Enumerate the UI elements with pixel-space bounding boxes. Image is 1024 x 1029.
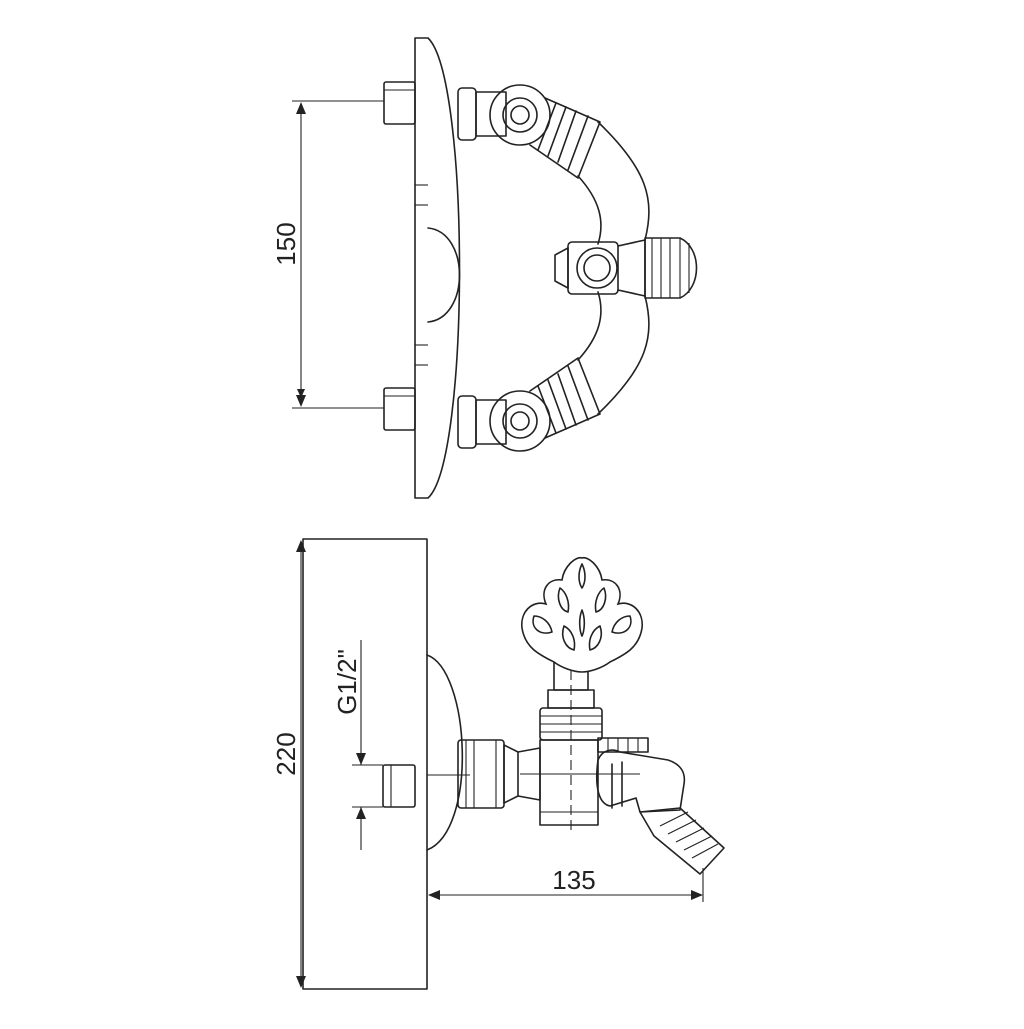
decorative-handle [521,556,643,673]
side-wall-plate [302,538,428,990]
lower-fitting [457,357,601,452]
dimension-220: 220 [271,540,306,988]
dimension-thread: G1/2" [332,640,383,850]
top-view: 150 [271,37,698,499]
label-220: 220 [271,732,301,775]
label-135: 135 [552,865,595,895]
dimension-135: 135 [428,865,704,902]
label-thread: G1/2" [332,649,362,715]
dimension-150: 150 [271,100,384,409]
body-arc-outer [597,121,650,415]
body-arc-inner [577,175,602,361]
pipe-stub-top [383,81,416,125]
side-rosette [426,654,464,851]
upper-fitting [457,84,601,179]
center-rosette [427,227,461,323]
center-spout [554,237,698,299]
pipe-stub-bottom [383,387,416,431]
outlet-spout [595,737,725,875]
wall-plate [414,37,461,499]
label-150: 150 [271,222,301,265]
side-view: 220 G1/2" 135 [271,538,725,990]
side-pipe-stub [382,764,416,808]
